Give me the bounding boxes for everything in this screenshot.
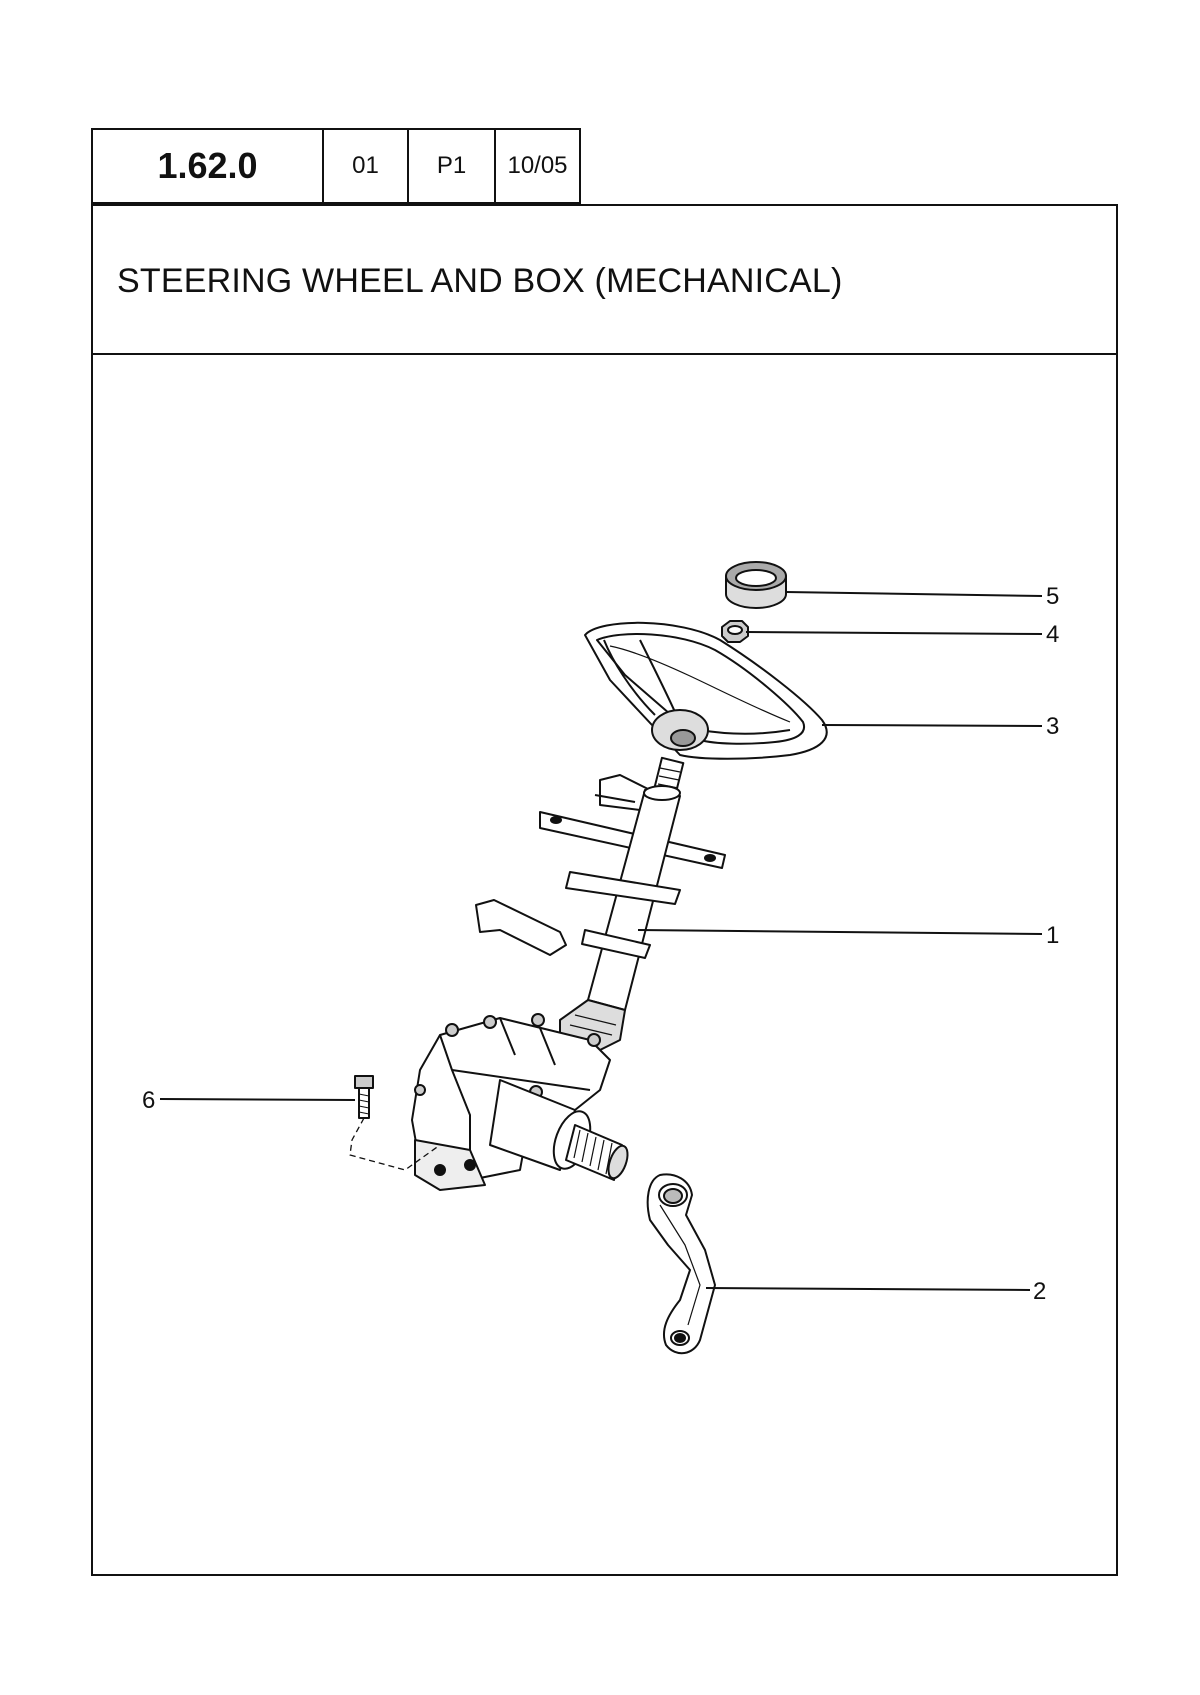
issue-date: 10/05 <box>494 128 581 204</box>
callout-number-4: 4 <box>1046 621 1059 648</box>
callout-number-6: 6 <box>142 1087 155 1114</box>
steering-wheel-part <box>584 621 828 760</box>
title-divider <box>93 353 1116 355</box>
sheet-code: 1.62.0 <box>91 128 324 204</box>
callout-number-1: 1 <box>1046 922 1059 949</box>
revision-number: 01 <box>322 128 409 204</box>
leader-line-4 <box>745 631 1043 635</box>
horn-cap-part <box>725 561 787 609</box>
leader-line-6 <box>159 1098 356 1101</box>
steering-column-part <box>475 756 726 1051</box>
steering-box-housing <box>411 1013 629 1191</box>
leader-line-2 <box>705 1287 1031 1291</box>
callout-number-2: 2 <box>1033 1278 1046 1305</box>
nut-part <box>721 620 749 643</box>
leader-line-5 <box>785 591 1043 597</box>
pitman-arm-part <box>646 1173 716 1355</box>
drawing-frame: STEERING WHEEL AND BOX (MECHANICAL) <box>91 204 1118 1576</box>
callout-number-3: 3 <box>1046 713 1059 740</box>
leader-line-1 <box>637 929 1043 935</box>
leader-line-3 <box>821 724 1043 727</box>
page-title: STEERING WHEEL AND BOX (MECHANICAL) <box>117 262 843 300</box>
callout-number-5: 5 <box>1046 583 1059 610</box>
screw-part <box>349 1075 441 1171</box>
